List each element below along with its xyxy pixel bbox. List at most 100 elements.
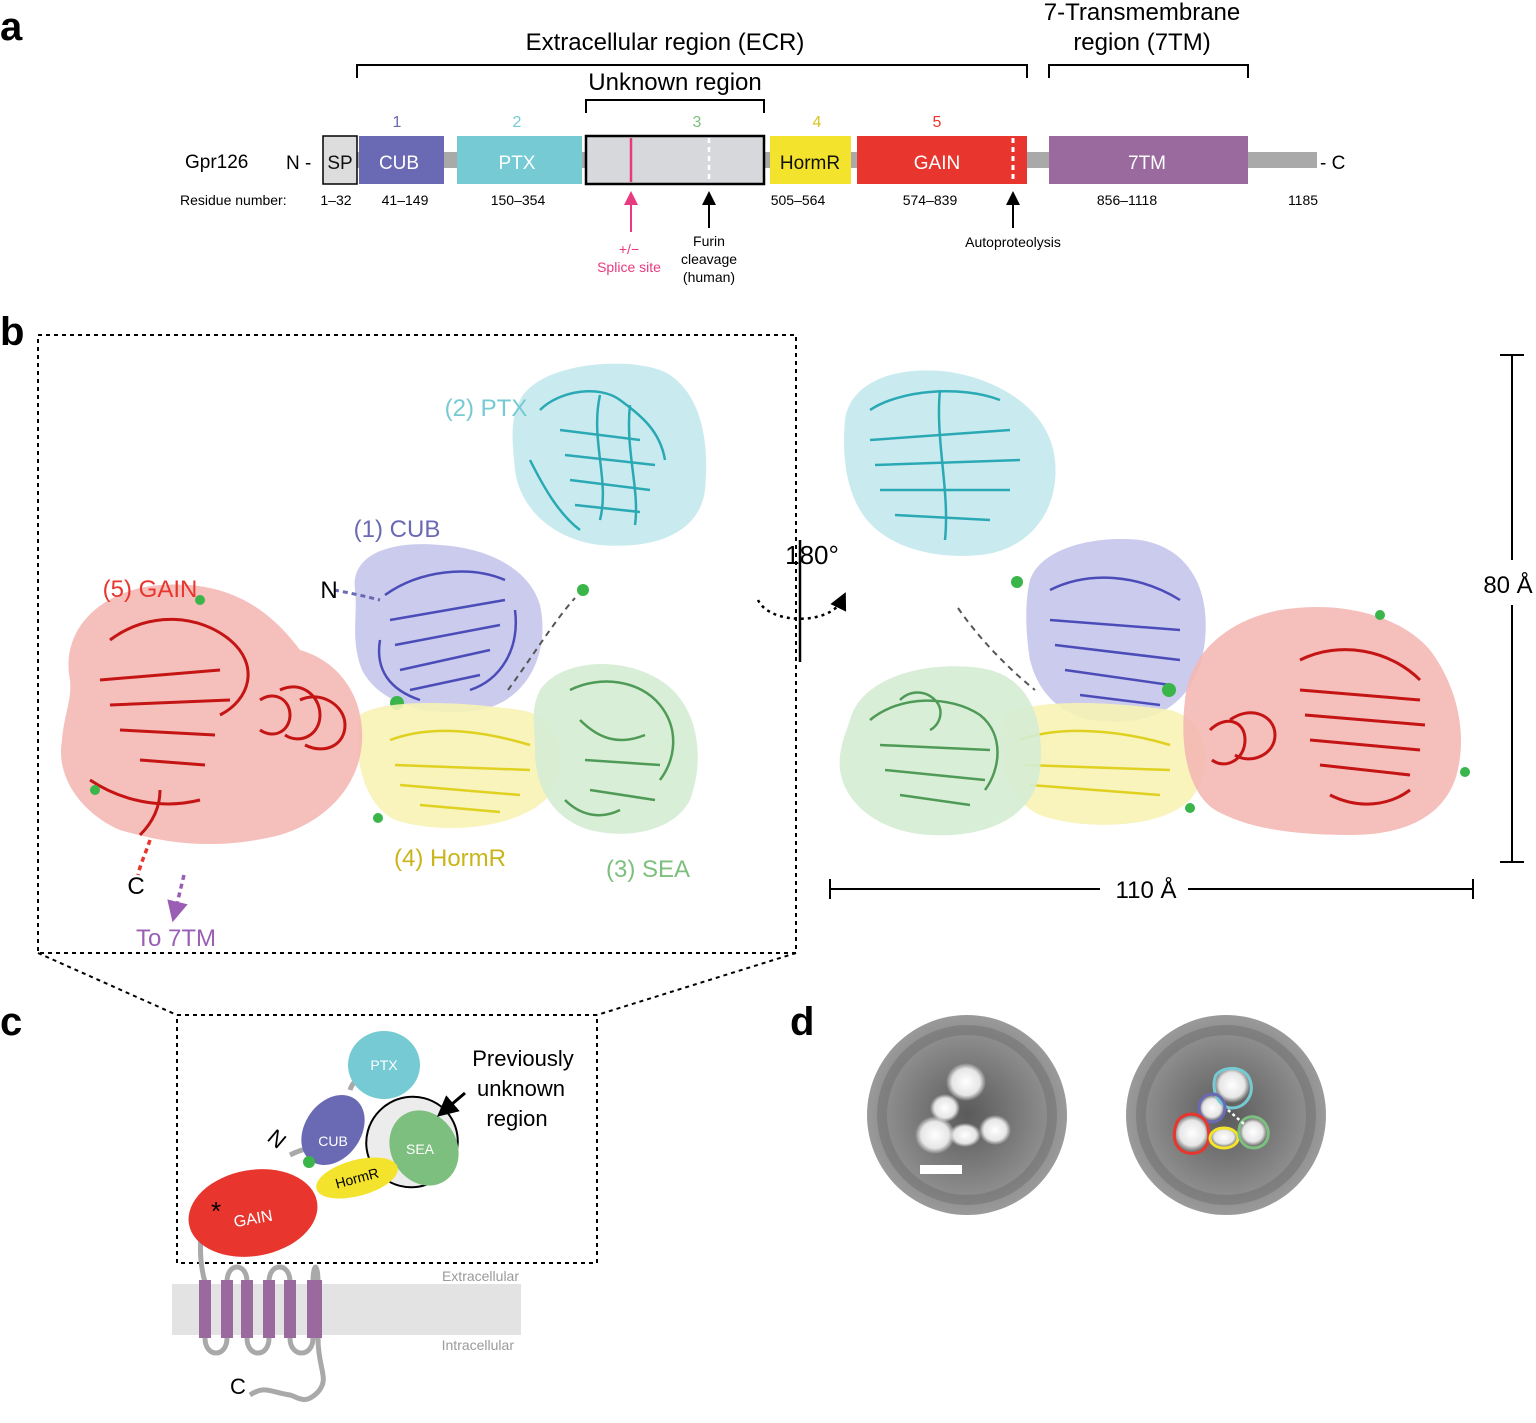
- domain-box-sp: [322, 135, 358, 185]
- glycan-right-4: [1185, 803, 1195, 813]
- domain-label-hormr: HormR: [780, 153, 840, 174]
- em-blob-hormr: [949, 1123, 981, 1147]
- n-terminus: N -: [286, 153, 311, 174]
- autoproteolysis-asterisk: *: [211, 1196, 221, 1226]
- cartoon-sea-label: SEA: [406, 1141, 435, 1157]
- ptx-surface: [512, 363, 707, 546]
- em-outline-cub: [1197, 1092, 1227, 1124]
- panel-d: d: [790, 1000, 1326, 1215]
- inset-box: [37, 334, 797, 954]
- cartoon-hormr: [316, 1157, 398, 1199]
- em-disk-right: [1126, 1015, 1326, 1215]
- em-disk-left: [867, 1015, 1067, 1215]
- em-blob-ptx: [946, 1063, 986, 1101]
- cartoon-ptx: [348, 1031, 420, 1099]
- ptx-ribbon: [528, 390, 667, 531]
- gain-ribbon: [89, 617, 347, 837]
- height-label: 80 Å: [1483, 571, 1532, 599]
- em-blob-sea: [979, 1115, 1011, 1145]
- ptx-ribbon-right: [869, 389, 1021, 541]
- rotation-arrow: [756, 592, 847, 620]
- intracellular-label: Intracellular: [442, 1337, 515, 1353]
- protein-name: Gpr126: [185, 152, 248, 173]
- tm-helix-5: [284, 1280, 296, 1338]
- glycan-4: [373, 813, 383, 823]
- glycan-1: [577, 584, 589, 596]
- domain-number-1: 1: [393, 114, 402, 131]
- panel-d-letter: d: [790, 1000, 814, 1044]
- panel-b: b: [0, 310, 1533, 954]
- class-average-left: [867, 1015, 1067, 1215]
- rotation-label: 180°: [785, 540, 839, 570]
- domain-label-sp: SP: [327, 153, 352, 174]
- domain-number-3: 3: [693, 114, 702, 131]
- glycan-2: [195, 595, 205, 605]
- glycan-3: [90, 785, 100, 795]
- domain-label-7tm: 7TM: [1128, 153, 1166, 174]
- structure-right: [839, 370, 1470, 836]
- ecr-label: Extracellular region (ECR): [526, 29, 805, 56]
- class-average-right: [1126, 1015, 1326, 1215]
- residue-range-cub: 41–149: [382, 192, 429, 208]
- tm-helix-7: [312, 1280, 322, 1338]
- gain-surface: [60, 584, 363, 845]
- furin-label-line3: (human): [683, 269, 735, 285]
- cartoon-c-label: C: [230, 1374, 246, 1399]
- c-terminal-dashed: [136, 839, 152, 876]
- previously-unknown-line3: region: [486, 1106, 547, 1131]
- c-terminus: - C: [1320, 153, 1345, 174]
- residue-range-gain: 574–839: [903, 192, 958, 208]
- tm-helix-3: [241, 1280, 253, 1338]
- structure-left: [60, 363, 707, 923]
- furin-label-line2: cleavage: [681, 251, 737, 267]
- residue-last: 1185: [1288, 192, 1318, 208]
- ptx-label: (2) PTX: [445, 395, 528, 422]
- autoproteolysis-label: Autoproteolysis: [965, 234, 1061, 250]
- unknown-bracket: [585, 99, 765, 113]
- zoom-line-right: [596, 952, 797, 1016]
- tm-bracket: [1048, 64, 1249, 78]
- em-outline-gain: [1172, 1112, 1211, 1155]
- cartoon-n-label: N: [263, 1124, 291, 1153]
- residue-range-hormr: 505–564: [771, 192, 826, 208]
- ecr-bracket: [356, 64, 1028, 78]
- tm-helix-1: [199, 1280, 211, 1338]
- residue-range-7tm: 856–1118: [1097, 192, 1157, 208]
- unknown-label: Unknown region: [588, 69, 761, 96]
- tm-helix-4: [263, 1280, 275, 1338]
- tm-label-line1: 7-Transmembrane: [1044, 0, 1241, 26]
- previously-unknown-line2: unknown: [477, 1076, 565, 1101]
- domain-box-cub: [359, 136, 444, 184]
- extracellular-label: Extracellular: [442, 1268, 519, 1284]
- domain-label-cub: CUB: [379, 153, 419, 174]
- splice-label-line1: +/−: [619, 241, 639, 257]
- to-7tm-label: To 7TM: [136, 925, 216, 952]
- panel-c-letter: c: [0, 1000, 22, 1044]
- domain-box-hormr: [770, 136, 851, 184]
- em-blob-cub: [930, 1094, 960, 1122]
- disordered-linker: [507, 597, 576, 691]
- furin-label-line1: Furin: [693, 233, 725, 249]
- domain-box-ptx: [457, 136, 582, 184]
- n-terminal-dashed: [333, 588, 381, 602]
- previously-unknown-arrow: [436, 1091, 466, 1117]
- width-label: 110 Å: [1116, 876, 1177, 904]
- gain-surface-right: [1183, 606, 1462, 835]
- domain-box-unknown: [584, 134, 766, 186]
- cartoon-gain-label: GAIN: [233, 1208, 274, 1232]
- to-7tm-arrow: [167, 874, 188, 923]
- sea-surface-right: [839, 666, 1041, 836]
- panel-c: c Extracellular Intracellular C SEA PTX …: [0, 1000, 598, 1402]
- panel-a: a Extracellular region (ECR) 7-Transmemb…: [0, 0, 1345, 285]
- cartoon-sea: [389, 1110, 459, 1186]
- previously-unknown-line1: Previously: [472, 1046, 573, 1071]
- em-outline-hormr: [1208, 1126, 1240, 1150]
- cartoon-gain: [188, 1169, 318, 1257]
- cub-calcium-ion-right: [1162, 683, 1176, 697]
- domain-number-4: 4: [813, 114, 822, 131]
- domain-box-7tm: [1049, 136, 1248, 184]
- hormr-label: (4) HormR: [394, 845, 506, 872]
- residue-label: Residue number:: [180, 192, 287, 208]
- panel-a-letter: a: [0, 5, 23, 49]
